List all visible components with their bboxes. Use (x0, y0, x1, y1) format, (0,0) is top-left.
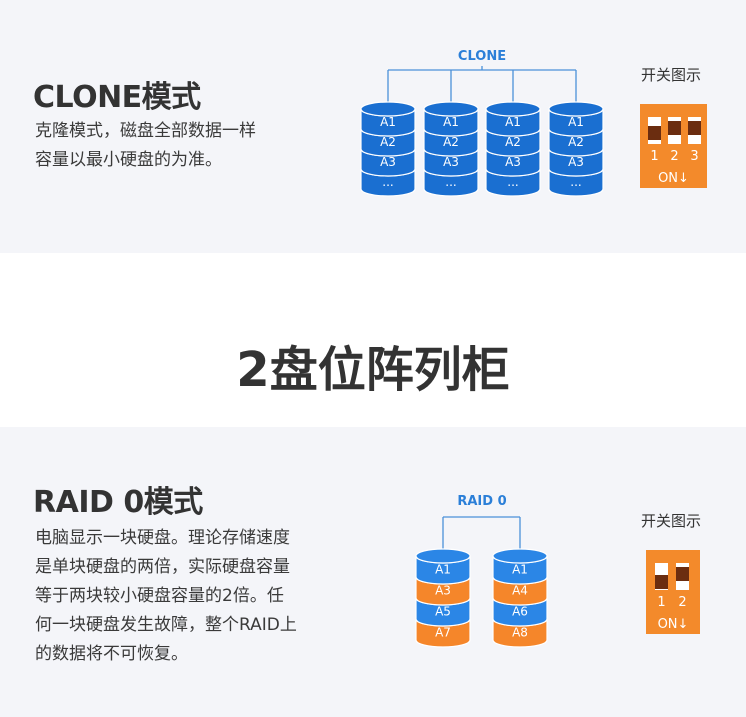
disk-block-label: A3 (380, 155, 396, 169)
clone-title: CLONE模式 (33, 80, 201, 115)
disk-block-label: A1 (380, 115, 396, 129)
clone-diagram: CLONE ... A3 A2 A1... A3 A2 A1... A3 A2 A1... A3 A2… (355, 40, 615, 210)
disk-block-label: ... (507, 175, 518, 189)
clone-connector-lines (387, 66, 577, 102)
dip-lever (655, 575, 668, 589)
clone-disk-2: ... A3 A2 A1 (423, 101, 479, 197)
dip-lever (676, 567, 689, 581)
disk-block-label: A7 (435, 626, 451, 640)
dip-on-label: ON↓ (658, 171, 689, 186)
disk-block-label: A2 (443, 135, 459, 149)
dip-number: 1 (657, 595, 665, 610)
disk-block-label: ... (570, 175, 581, 189)
disk-block-label: A3 (435, 584, 451, 598)
disk-top (360, 101, 416, 117)
disk-block-label: A3 (568, 155, 584, 169)
dip-on-label: ON↓ (658, 617, 689, 632)
dip-lever (668, 121, 681, 135)
disk-top (492, 548, 548, 564)
dip-lever (648, 126, 661, 140)
disk-block-label: A1 (568, 115, 584, 129)
raid0-panel: RAID 0模式 电脑显示一块硬盘。理论存储速度 是单块硬盘的两倍，实际硬盘容量… (0, 427, 746, 717)
raid0-description: 电脑显示一块硬盘。理论存储速度 是单块硬盘的两倍，实际硬盘容量 等于两块较小硬盘… (35, 528, 297, 664)
clone-description: 克隆模式，磁盘全部数据一样 容量以最小硬盘的为准。 (35, 121, 256, 170)
disk-top (423, 101, 479, 117)
disk-block-label: A5 (435, 605, 451, 619)
disk-block-label: ... (382, 175, 393, 189)
disk-top (548, 101, 604, 117)
dip-lever (688, 121, 701, 135)
clone-disk-1: ... A3 A2 A1 (360, 101, 416, 197)
raid0-disk-2: A8 A6 A4 A1 (492, 548, 548, 648)
disk-block-label: A4 (512, 584, 528, 598)
dip-number: 2 (678, 595, 686, 610)
clone-panel: CLONE模式 克隆模式，磁盘全部数据一样 容量以最小硬盘的为准。 CLONE … (0, 0, 746, 253)
section-heading: 2盘位阵列柜 (236, 342, 510, 398)
dip-number: 3 (690, 149, 698, 164)
raid0-title: RAID 0模式 (33, 485, 203, 520)
disk-block-label: A1 (512, 563, 528, 577)
raid0-disk-1: A7 A5 A3 A1 (415, 548, 471, 648)
clone-disk-4: ... A3 A2 A1 (548, 101, 604, 197)
disk-block-label: A3 (443, 155, 459, 169)
raid0-switch-caption: 开关图示 (641, 512, 702, 530)
clone-diagram-label: CLONE (458, 49, 506, 64)
disk-block-label: A1 (443, 115, 459, 129)
clone-disk-3: ... A3 A2 A1 (485, 101, 541, 197)
disk-top (485, 101, 541, 117)
disk-block-label: A2 (380, 135, 396, 149)
raid0-connector-lines (442, 516, 521, 549)
disk-block-label: A2 (568, 135, 584, 149)
clone-diagram-svg: CLONE ... A3 A2 A1... A3 A2 A1... A3 A2 A1... A3 A2… (360, 49, 604, 197)
disk-block-label: A3 (505, 155, 521, 169)
disk-block-label: ... (445, 175, 456, 189)
clone-disks: ... A3 A2 A1... A3 A2 A1... A3 A2 A1... A3 A2 A1 (360, 101, 604, 197)
disk-block-label: A8 (512, 626, 528, 640)
clone-switch-caption: 开关图示 (641, 66, 702, 84)
raid0-diagram-label: RAID 0 (457, 494, 506, 509)
disk-block-label: A1 (435, 563, 451, 577)
disk-top (415, 548, 471, 564)
dip-number: 2 (670, 149, 678, 164)
disk-block-label: A1 (505, 115, 521, 129)
disk-block-label: A2 (505, 135, 521, 149)
disk-block-label: A6 (512, 605, 528, 619)
dip-number: 1 (650, 149, 658, 164)
